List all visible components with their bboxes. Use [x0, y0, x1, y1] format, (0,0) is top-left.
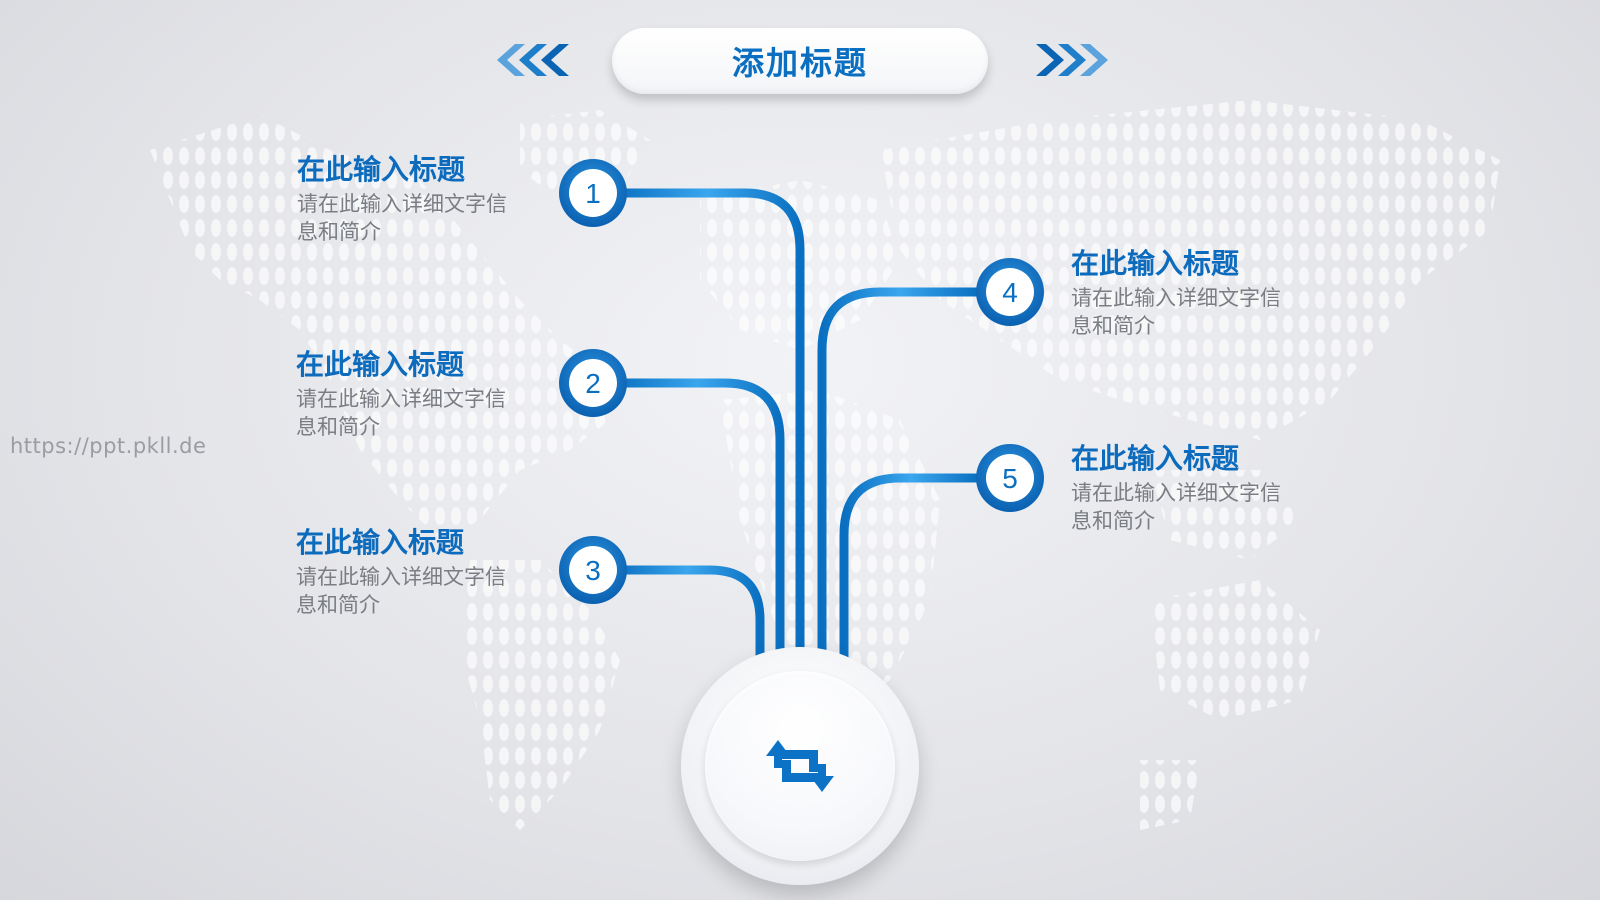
item-title: 在此输入标题	[1071, 442, 1240, 475]
item-1: 在此输入标题 请在此输入详细文字信 息和简介	[297, 152, 557, 246]
connector-line-2	[610, 378, 785, 665]
number-circle-4	[976, 258, 1044, 326]
item-3: 在此输入标题 请在此输入详细文字信 息和简介	[296, 525, 556, 619]
triple-chevron-right-icon	[1036, 44, 1108, 76]
item-desc-line-1: 请在此输入详细文字信	[297, 192, 507, 216]
triple-chevron-left-icon	[497, 44, 569, 76]
number-label-4: 4	[1002, 277, 1018, 308]
item-title: 在此输入标题	[297, 153, 466, 186]
connector-line-1	[610, 188, 805, 665]
item-desc-line-1: 请在此输入详细文字信	[1071, 286, 1281, 310]
item-desc-line-2: 息和简介	[297, 220, 381, 244]
connector-line-3	[610, 565, 765, 665]
item-desc-line-2: 息和简介	[1071, 509, 1155, 533]
center-hub	[681, 647, 919, 885]
item-2: 在此输入标题 请在此输入详细文字信 息和简介	[296, 347, 556, 441]
number-label-1: 1	[585, 178, 601, 209]
item-title: 在此输入标题	[296, 348, 465, 381]
number-label-5: 5	[1002, 463, 1018, 494]
center-hub-inner	[705, 671, 895, 861]
item-title: 在此输入标题	[296, 526, 465, 559]
item-desc-line-1: 请在此输入详细文字信	[296, 565, 506, 589]
item-desc-line-2: 息和简介	[296, 415, 380, 439]
item-desc-line-2: 息和简介	[1071, 314, 1155, 338]
page-title: 添加标题	[731, 44, 868, 82]
connector-line-4	[817, 287, 983, 665]
item-desc-line-2: 息和简介	[296, 593, 380, 617]
item-4: 在此输入标题 请在此输入详细文字信 息和简介	[1071, 246, 1331, 340]
item-desc-line-1: 请在此输入详细文字信	[296, 387, 506, 411]
title-pill: 添加标题	[612, 28, 988, 94]
number-label-2: 2	[585, 368, 601, 399]
number-circle-1	[559, 159, 627, 227]
watermark-url: https://ppt.pkll.de	[10, 434, 207, 458]
number-circle-2	[559, 349, 627, 417]
number-circle-3	[559, 536, 627, 604]
number-label-3: 3	[585, 555, 601, 586]
item-desc-line-1: 请在此输入详细文字信	[1071, 481, 1281, 505]
repeat-arrows-icon	[766, 740, 834, 792]
number-circle-5	[976, 444, 1044, 512]
connector-line-5	[839, 473, 983, 665]
item-5: 在此输入标题 请在此输入详细文字信 息和简介	[1071, 441, 1331, 535]
item-title: 在此输入标题	[1071, 247, 1240, 280]
